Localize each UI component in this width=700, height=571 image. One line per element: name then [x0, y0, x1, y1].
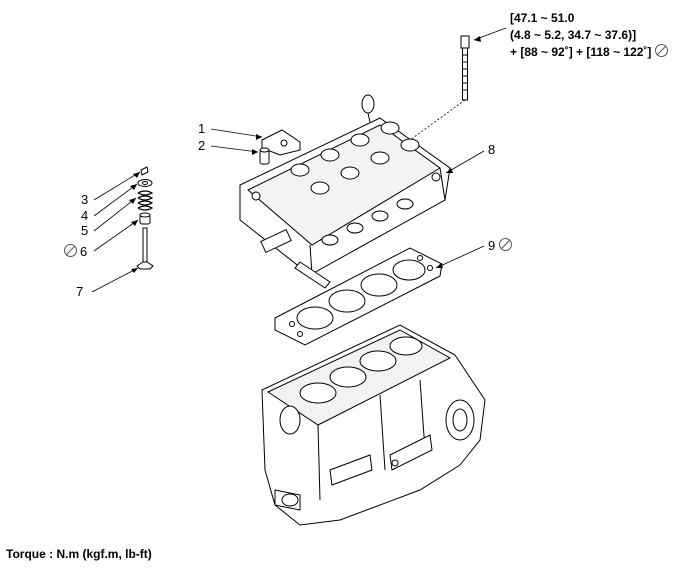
do-not-reuse-icon	[655, 44, 669, 57]
callout-7: 7	[76, 284, 84, 299]
torque-spec-line-2: (4.8 ~ 5.2, 34.7 ~ 37.6)]	[510, 28, 637, 42]
torque-unit-note: Torque : N.m (kgf.m, lb-ft)	[6, 547, 152, 561]
head-bolt	[460, 35, 470, 101]
leader-arrowheads	[129, 36, 481, 273]
valve-spring	[137, 190, 154, 211]
bolt-leader-line	[409, 99, 466, 141]
callout-8: 8	[488, 142, 496, 157]
valve-stem-seal	[139, 212, 151, 225]
torque-spec-line-3-group: + [88 ~ 92˚] + [118 ~ 122˚]	[510, 44, 669, 61]
cylinder-head	[239, 94, 451, 289]
cylinder-block	[261, 324, 486, 526]
callout-6-group: 6	[64, 244, 87, 259]
lash-adjuster	[259, 147, 270, 165]
torque-spec-line-3: + [88 ~ 92˚] + [118 ~ 122˚]	[510, 45, 652, 59]
callout-9-group: 9	[488, 238, 513, 253]
valve	[136, 227, 154, 270]
callout-1: 1	[198, 121, 206, 136]
callout-5: 5	[81, 223, 89, 238]
callout-9: 9	[488, 238, 496, 253]
callout-3: 3	[81, 192, 89, 207]
callout-6: 6	[80, 244, 88, 259]
valve-spring-retainer	[137, 179, 153, 187]
valve-cotter	[140, 166, 149, 176]
do-not-reuse-icon	[499, 238, 513, 251]
callout-4: 4	[81, 208, 89, 223]
do-not-reuse-icon	[64, 244, 77, 257]
torque-spec-line-1: [47.1 ~ 51.0	[510, 11, 575, 25]
head-gasket	[274, 247, 443, 346]
torque-spec: [47.1 ~ 51.0 (4.8 ~ 5.2, 34.7 ~ 37.6)] +…	[510, 10, 669, 61]
leader-lines	[91, 128, 485, 293]
callout-2: 2	[198, 138, 206, 153]
